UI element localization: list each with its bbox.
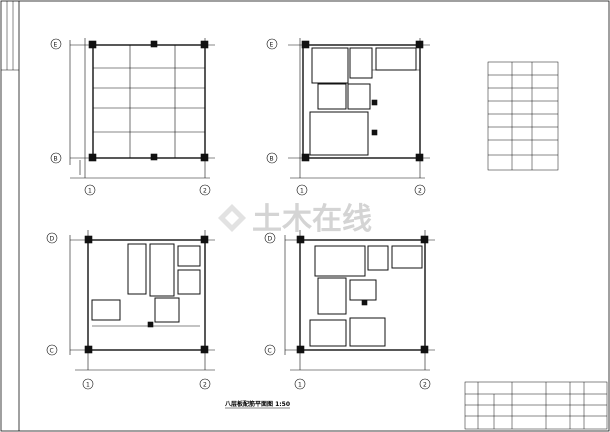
- watermark-text: 土木在线: [252, 202, 372, 237]
- plan-3-axis-left: 1: [86, 382, 90, 389]
- plan-2-axis-left: 1: [300, 188, 304, 195]
- title-block: [464, 381, 608, 430]
- plan-4-axis-left: 1: [298, 382, 302, 389]
- plan-3-axis-top: D: [50, 236, 55, 243]
- watermark-logo-icon: [218, 204, 246, 232]
- plan-2-axis-top: E: [270, 42, 274, 49]
- plan-3-axis-right: 2: [203, 382, 207, 389]
- plan-4-axis-top: D: [268, 236, 273, 243]
- plan-1-axis-right: 2: [203, 188, 207, 195]
- plan-3-axis-bottom: C: [50, 348, 54, 355]
- rebar-table: [487, 61, 559, 171]
- plan-2: [288, 38, 430, 179]
- plan-4: [284, 230, 435, 371]
- plan-1-axis-bottom: B: [54, 156, 58, 163]
- plan-1-axis-left: 1: [88, 188, 92, 195]
- plan-2-axis-right: 2: [418, 188, 422, 195]
- plan-4-axis-right: 2: [423, 382, 427, 389]
- watermark: 土木在线: [218, 202, 372, 237]
- drawing-title: 八层板配筋平面图 1:50: [224, 400, 290, 408]
- plan-4-axis-bottom: C: [268, 348, 272, 355]
- plan-1-axis-top: E: [54, 42, 58, 49]
- plan-1: [69, 38, 215, 179]
- plan-2-axis-bottom: B: [270, 156, 274, 163]
- plan-3: [69, 230, 215, 371]
